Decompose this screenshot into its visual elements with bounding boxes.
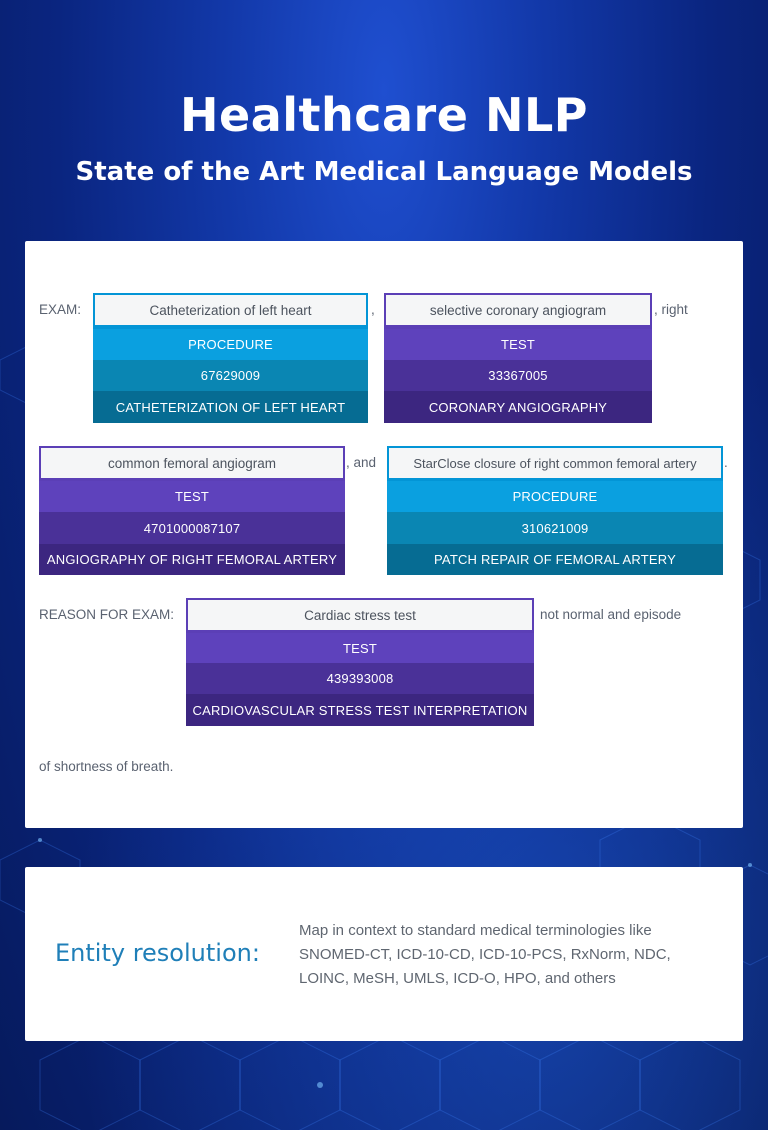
- entity-chunk: Cardiac stress test TEST 439393008 CARDI…: [186, 598, 534, 726]
- ner-panel: EXAM: Catheterization of left heart PROC…: [25, 241, 743, 828]
- separator-text: ,: [371, 302, 375, 317]
- entity-resolution: CATHETERIZATION OF LEFT HEART: [93, 391, 368, 423]
- reason-label: REASON FOR EXAM:: [39, 607, 175, 622]
- page-subtitle: State of the Art Medical Language Models: [75, 157, 693, 187]
- entity-chunk: selective coronary angiogram TEST 333670…: [384, 293, 652, 423]
- separator-text: , right: [654, 302, 688, 317]
- entity-text: Cardiac stress test: [188, 600, 532, 630]
- entity-code: 4701000087107: [39, 512, 345, 544]
- entity-label: PROCEDURE: [93, 329, 368, 360]
- exam-label: EXAM:: [39, 302, 82, 317]
- entity-text: Catheterization of left heart: [95, 295, 366, 325]
- separator-text: .: [724, 455, 728, 470]
- entity-text: selective coronary angiogram: [386, 295, 650, 325]
- entity-resolution-heading: Entity resolution:: [55, 939, 260, 967]
- entity-label: TEST: [39, 481, 345, 512]
- entity-chunk: StarClose closure of right common femora…: [387, 446, 723, 575]
- entity-code: 33367005: [384, 360, 652, 391]
- trailing-text: of shortness of breath.: [39, 759, 174, 774]
- entity-chunk: Catheterization of left heart PROCEDURE …: [93, 293, 368, 423]
- entity-resolution: CORONARY ANGIOGRAPHY: [384, 391, 652, 423]
- page-title: Healthcare NLP: [180, 88, 588, 142]
- entity-resolution: PATCH REPAIR OF FEMORAL ARTERY: [387, 544, 723, 575]
- entity-resolution: ANGIOGRAPHY OF RIGHT FEMORAL ARTERY: [39, 544, 345, 575]
- entity-label: PROCEDURE: [387, 481, 723, 512]
- entity-text: StarClose closure of right common femora…: [389, 448, 721, 478]
- entity-text: common femoral angiogram: [41, 448, 343, 478]
- trailing-text: not normal and episode: [540, 607, 682, 622]
- entity-label: TEST: [186, 633, 534, 663]
- entity-code: 67629009: [93, 360, 368, 391]
- entity-chunk: common femoral angiogram TEST 4701000087…: [39, 446, 345, 575]
- entity-code: 439393008: [186, 663, 534, 694]
- entity-resolution: CARDIOVASCULAR STRESS TEST INTERPRETATIO…: [186, 694, 534, 726]
- entity-code: 310621009: [387, 512, 723, 544]
- entity-resolution-description: Map in context to standard medical termi…: [299, 922, 671, 987]
- entity-label: TEST: [384, 329, 652, 360]
- separator-text: , and: [346, 455, 377, 470]
- entity-resolution-card: Entity resolution: Map in context to sta…: [25, 867, 743, 1041]
